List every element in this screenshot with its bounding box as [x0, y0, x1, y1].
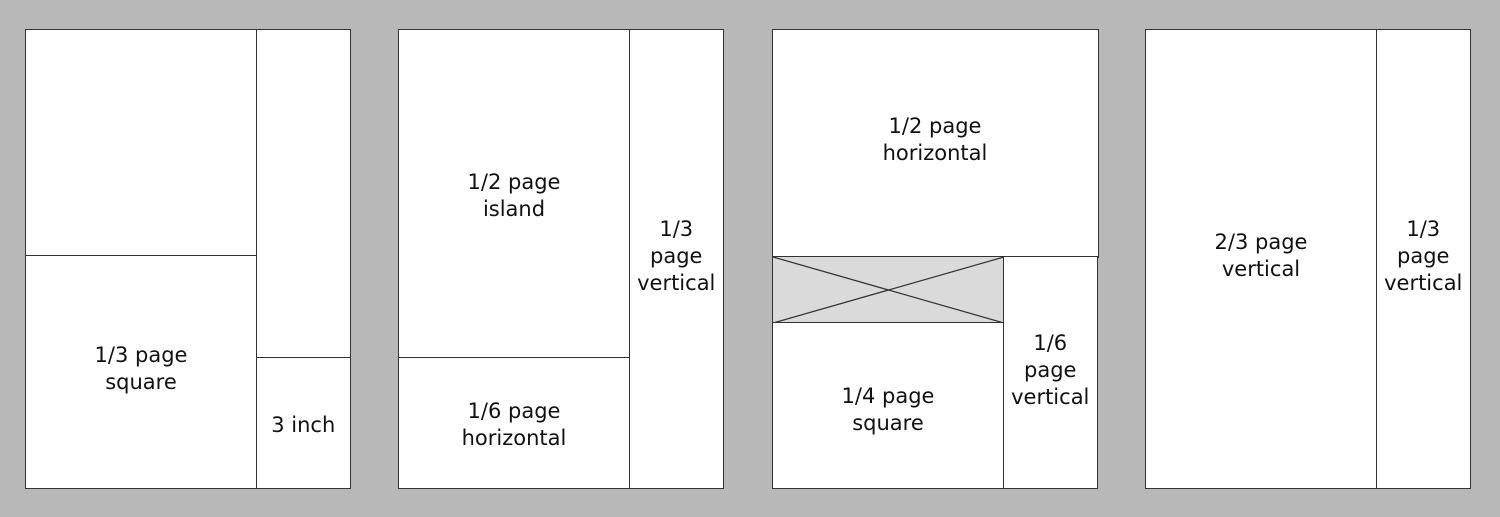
ad-label: 1/3 page vertical [1384, 216, 1463, 295]
ad-unnamed-right-column [256, 28, 351, 359]
ad-label: 1/2 page island [467, 169, 561, 221]
ad-label: 1/6 page horizontal [461, 399, 567, 450]
ad-one-fourth-square: 1/4 page square [771, 322, 1005, 489]
ad-one-third-vertical: 1/3 page vertical [629, 28, 724, 489]
ad-unnamed-top-left [24, 28, 258, 257]
ad-one-sixth-vertical: 1/6 page vertical [1003, 255, 1098, 489]
ad-label: 3 inch [271, 413, 336, 437]
ad-one-half-island: 1/2 page island [397, 28, 631, 359]
placeholder-x-icon [772, 256, 1004, 323]
ad-label: 1/4 page square [841, 384, 935, 435]
ad-one-half-horizontal: 1/2 page horizontal [771, 28, 1099, 258]
page-layout-3: 1/2 page horizontal 1/4 page square 1/6 … [771, 28, 1099, 489]
page-layout-4: 2/3 page vertical 1/3 page vertical [1144, 28, 1471, 489]
ad-one-sixth-horizontal: 1/6 page horizontal [397, 357, 631, 489]
ad-label: 2/3 page vertical [1214, 229, 1308, 281]
ad-one-third-square: 1/3 page square [24, 255, 258, 489]
placeholder-x-box [771, 255, 1005, 324]
page-layout-1: 1/3 page square 3 inch [24, 28, 351, 489]
ad-three-inch: 3 inch [256, 357, 351, 489]
ad-label: 1/3 page square [94, 343, 188, 394]
ad-label: 1/2 page horizontal [882, 113, 988, 165]
ad-label: 1/3 page vertical [637, 216, 716, 295]
ad-label: 1/6 page vertical [1011, 330, 1090, 409]
page-layout-2: 1/2 page island 1/6 page horizontal 1/3 … [397, 28, 724, 489]
ad-one-third-vertical: 1/3 page vertical [1376, 28, 1471, 489]
ad-two-thirds-vertical: 2/3 page vertical [1144, 28, 1378, 489]
